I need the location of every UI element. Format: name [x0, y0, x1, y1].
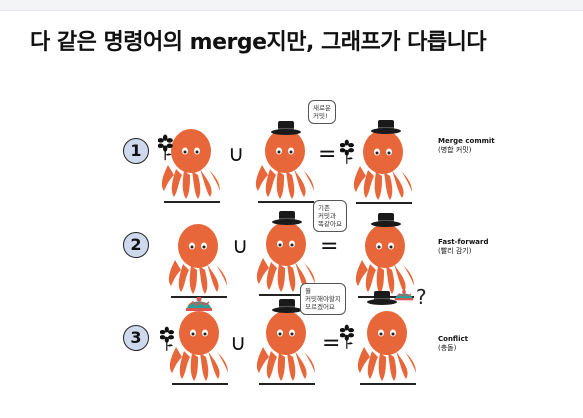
result-subtitle: (충돌) [438, 344, 457, 352]
result-subtitle: (빨리 감기) [438, 247, 472, 255]
result-title: Merge commit [438, 137, 495, 145]
result-label: Fast-forward (빨리 감기) [438, 238, 488, 256]
top-hat-icon [272, 211, 302, 225]
equals-symbol: = [318, 142, 337, 167]
result-label: Conflict (충돌) [438, 335, 468, 353]
row-merge-commit: 1 ∪ = 새로운 커밋! Merge commit (병합 커밋) [0, 100, 583, 204]
page-title: 다 같은 명령어의 merge지만, 그래프가 다릅니다 [30, 30, 487, 55]
octopus-with-flower [158, 129, 220, 203]
beanie-icon [394, 289, 414, 301]
octopus-with-beanie-and-flower [160, 297, 228, 385]
octopus-merged [340, 120, 412, 204]
row-conflict: 3 ∪ = 뭘 커밋해야할지 모르겠어요 ? Conflict (충돌) [0, 283, 583, 385]
result-title: Conflict [438, 335, 469, 343]
flower-icon [340, 139, 355, 164]
step-badge: 2 [123, 232, 149, 258]
union-symbol: ∪ [232, 234, 249, 259]
step-badge: 3 [123, 325, 149, 351]
octopus-conflict [340, 311, 416, 385]
speech-bubble: 새로운 커밋! [308, 100, 336, 124]
top-hat-icon [371, 213, 401, 227]
flower-icon [160, 326, 175, 351]
equals-symbol: = [320, 234, 339, 259]
beanie-icon [185, 297, 213, 312]
result-subtitle: (병합 커밋) [438, 146, 472, 154]
speech-bubble: 뭘 커밋해야할지 모르겠어요 [300, 283, 346, 315]
floating-beanie [394, 289, 414, 301]
flower-icon [158, 134, 173, 161]
top-hat-icon [371, 120, 401, 134]
question-mark: ? [416, 285, 427, 309]
top-bar [0, 0, 583, 11]
top-hat-icon [367, 291, 397, 305]
row-fast-forward: 2 ∪ = 기존 커밋과 똑같아요 Fast-forward (빨리 감기) [0, 200, 583, 298]
step-badge: 1 [123, 138, 149, 164]
top-hat-icon [272, 299, 302, 313]
result-title: Fast-forward [438, 238, 489, 246]
union-symbol: ∪ [230, 331, 247, 356]
union-symbol: ∪ [228, 142, 245, 167]
equals-symbol: = [322, 331, 341, 356]
result-label: Merge commit (병합 커밋) [438, 137, 495, 155]
octopus-with-hat [255, 121, 314, 203]
top-hat-icon [271, 121, 301, 135]
flower-icon [340, 324, 355, 349]
speech-bubble: 기존 커밋과 똑같아요 [313, 200, 347, 232]
